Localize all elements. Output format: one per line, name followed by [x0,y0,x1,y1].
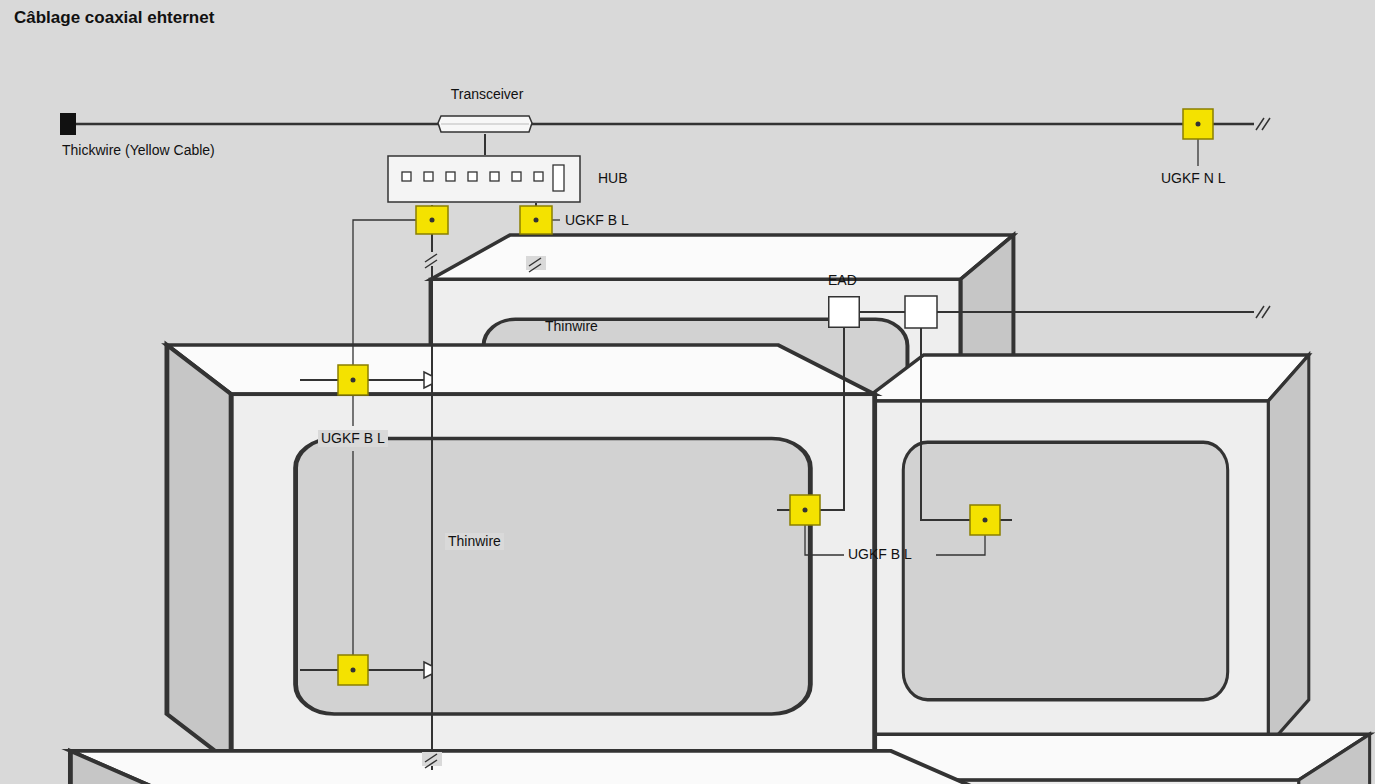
bnc-connector [970,505,1000,535]
bnc-connector [338,365,368,395]
thinwire-bus [431,205,433,770]
cable-label: Thinwire [445,533,504,550]
thickwire-cable [76,123,1255,126]
drop-cable [921,328,1012,520]
cable-connector [484,134,486,155]
hub-label: HUB [598,170,628,187]
connector-label: UGKF B L [565,212,629,229]
drop-cable [300,380,425,670]
n-connector [1183,109,1213,139]
leader-line [352,380,353,670]
transceiver-label: Transceiver [430,86,544,103]
bnc-connector [520,206,552,234]
connector-label: UGKF B L [848,546,912,563]
transceiver-shape [437,114,533,134]
t-connector [424,372,432,388]
ead-socket [905,296,937,328]
cables [76,124,1255,770]
hub-shape [387,155,581,203]
t-connectors [424,372,432,678]
bnc-connector [338,655,368,685]
connector-label: UGKF B L [318,430,388,447]
leader-line [353,220,432,380]
ead-socket-label: EAD [828,272,864,289]
cable-label: Thinwire [545,318,598,335]
transceiver-node: Transceiver [430,84,544,134]
leader-dots [351,122,1201,673]
computers [70,235,1369,784]
cable-label: Thickwire (Yellow Cable) [62,142,215,159]
ead-socket-node: EAD [828,270,864,328]
connector-label: UGKF N L [1161,170,1226,187]
ead-socket-shape [828,296,860,328]
bnc-connector [790,495,820,525]
t-connector [424,662,432,678]
bnc-connector [416,206,448,234]
break-marks [422,114,1274,768]
diagram-title: Câblage coaxial ehternet [14,8,214,28]
terminator [60,113,76,135]
computer [70,345,1003,784]
connectors [338,109,1213,685]
drop-cable [777,328,844,510]
leader-lines [353,124,1198,670]
hub-node: HUB [387,155,627,203]
